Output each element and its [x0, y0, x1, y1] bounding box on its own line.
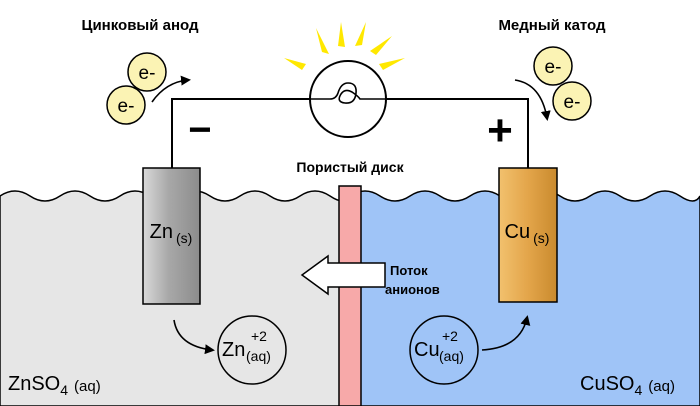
svg-text:e-: e-: [139, 63, 156, 84]
porous-disk: [338, 185, 362, 406]
right-solution-label: CuSO4(aq): [580, 373, 675, 398]
electron-right-bottom: e-: [552, 81, 592, 121]
porous-disk-label: Пористый диск: [296, 159, 404, 175]
left-solution-label: ZnSO4(aq): [8, 373, 101, 398]
electron-left-bottom: e-: [106, 85, 146, 125]
light-bulb-icon: [309, 60, 387, 138]
cathode-title: Медный катод: [498, 17, 606, 34]
electron-flow-arrow-right: [514, 79, 551, 121]
svg-text:+2: +2: [251, 328, 267, 344]
anode-title: Цинковый анод: [81, 17, 198, 34]
svg-text:e-: e-: [118, 96, 135, 117]
electron-left-top: e-: [127, 52, 167, 92]
anion-flow-label-line2: анионов: [385, 282, 440, 297]
svg-text:Cu(s): Cu(s): [505, 221, 550, 246]
copper-ion: Cu +2 (aq): [409, 315, 479, 385]
anion-flow-arrow: [300, 254, 386, 296]
svg-text:(aq): (aq): [246, 348, 271, 364]
anode-minus-sign: −: [188, 108, 211, 152]
electron-flow-arrow-left: [151, 75, 191, 103]
copper-electrode: Cu(s): [498, 167, 558, 303]
svg-text:Zn(s): Zn(s): [150, 221, 193, 246]
external-wire: [171, 98, 529, 168]
anion-flow-label-line1: Поток: [390, 263, 428, 278]
zinc-ion-arrow: [173, 319, 215, 355]
cathode-plus-sign: +: [487, 106, 513, 155]
zinc-electrode: Zn(s): [142, 167, 201, 305]
svg-text:e-: e-: [545, 57, 562, 78]
copper-ion-arrow: [481, 315, 531, 351]
svg-text:(aq): (aq): [439, 348, 464, 364]
electron-right-top: e-: [533, 46, 573, 86]
svg-text:+2: +2: [442, 328, 458, 344]
svg-text:Zn: Zn: [222, 339, 245, 361]
svg-text:Cu: Cu: [414, 339, 440, 361]
zinc-ion: Zn +2 (aq): [217, 315, 287, 385]
svg-text:e-: e-: [564, 92, 581, 113]
bulb-rays: [284, 22, 405, 70]
